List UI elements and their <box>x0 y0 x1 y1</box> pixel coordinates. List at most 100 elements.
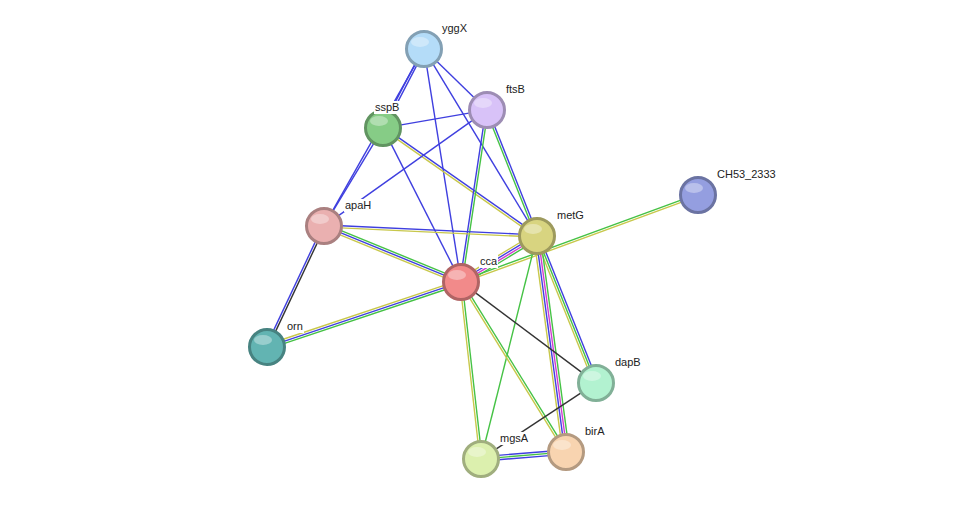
node-gloss <box>254 335 272 345</box>
evidence-strand <box>498 456 549 460</box>
node-circle <box>305 207 343 245</box>
node-circle <box>468 91 506 129</box>
interaction-edge <box>477 200 683 277</box>
evidence-strand <box>400 113 470 125</box>
evidence-strand <box>283 287 445 341</box>
interaction-edge <box>332 64 415 211</box>
node-label: dapB <box>614 356 642 369</box>
node-disc <box>681 178 716 213</box>
node-label: mgsA <box>499 432 529 445</box>
node-label: orn <box>286 320 304 333</box>
node-gloss <box>553 440 571 450</box>
evidence-strand <box>465 127 486 265</box>
interaction-edge <box>462 299 480 442</box>
protein-node: cca <box>442 263 480 301</box>
evidence-strand <box>391 143 454 267</box>
interaction-edge <box>427 66 459 265</box>
evidence-strand <box>341 228 520 236</box>
evidence-strand <box>474 242 521 270</box>
interaction-edge <box>485 252 533 442</box>
protein-node: dapB <box>577 364 615 402</box>
node-gloss <box>411 37 429 47</box>
node-circle <box>364 109 402 147</box>
evidence-strand <box>332 64 415 211</box>
interaction-edge <box>462 127 485 266</box>
interaction-edge <box>333 143 374 212</box>
node-gloss <box>468 447 486 457</box>
evidence-strand <box>464 299 480 442</box>
node-disc <box>250 330 285 365</box>
node-disc <box>470 93 505 128</box>
node-disc <box>444 265 479 300</box>
evidence-strand <box>543 252 567 434</box>
evidence-strand <box>341 230 447 273</box>
node-circle <box>405 30 443 68</box>
node-gloss <box>685 183 703 193</box>
evidence-strand <box>485 252 533 442</box>
interaction-edge <box>391 143 454 267</box>
node-disc <box>549 435 584 470</box>
evidence-strand <box>492 126 529 220</box>
evidence-strand <box>341 226 520 234</box>
node-disc <box>579 366 614 401</box>
protein-node: orn <box>248 328 286 366</box>
evidence-strand <box>462 127 483 265</box>
protein-node: ftsB <box>468 91 506 129</box>
node-disc <box>407 32 442 67</box>
node-circle <box>462 440 500 478</box>
evidence-strand <box>477 202 682 277</box>
protein-node: CH53_2333 <box>679 176 717 214</box>
evidence-strand <box>339 234 445 277</box>
evidence-strand <box>494 125 531 219</box>
node-gloss <box>583 371 601 381</box>
node-disc <box>366 111 401 146</box>
evidence-strand <box>427 66 459 265</box>
node-disc <box>307 209 342 244</box>
protein-node: yggX <box>405 30 443 68</box>
node-label: ftsB <box>505 83 526 96</box>
protein-node: sspB <box>364 109 402 147</box>
node-disc <box>520 219 555 254</box>
node-circle <box>248 328 286 366</box>
protein-node: birA <box>547 433 585 471</box>
evidence-strand <box>282 285 444 339</box>
node-gloss <box>474 98 492 108</box>
evidence-strand <box>333 143 374 212</box>
interaction-edge <box>400 113 470 125</box>
node-label: yggX <box>441 22 468 35</box>
evidence-strand <box>275 242 318 332</box>
node-label: birA <box>584 425 606 438</box>
evidence-strand <box>338 120 473 216</box>
interaction-edge <box>282 285 445 343</box>
evidence-strand <box>498 453 549 457</box>
interaction-edge <box>339 230 446 277</box>
protein-node: apaH <box>305 207 343 245</box>
evidence-strand <box>462 299 478 442</box>
evidence-strand <box>545 251 591 366</box>
node-circle <box>547 433 585 471</box>
evidence-strand <box>471 296 558 437</box>
node-label: cca <box>479 255 498 268</box>
node-label: metG <box>556 209 585 222</box>
interaction-edge <box>498 451 549 460</box>
node-label: apaH <box>344 199 372 212</box>
evidence-strand <box>477 200 682 275</box>
evidence-strand <box>273 241 316 331</box>
evidence-strand <box>469 297 556 438</box>
node-circle <box>679 176 717 214</box>
evidence-strand <box>475 244 522 272</box>
node-gloss <box>448 270 466 280</box>
node-label: CH53_2333 <box>716 168 777 181</box>
node-gloss <box>524 224 542 234</box>
evidence-strand <box>498 451 549 455</box>
node-label: sspB <box>374 101 400 114</box>
interaction-edge <box>474 242 524 276</box>
node-gloss <box>370 116 388 126</box>
interaction-edge <box>273 241 318 332</box>
evidence-strand <box>396 139 522 227</box>
node-gloss <box>311 214 329 224</box>
node-circle <box>442 263 480 301</box>
node-circle <box>577 364 615 402</box>
evidence-strand <box>340 232 446 275</box>
